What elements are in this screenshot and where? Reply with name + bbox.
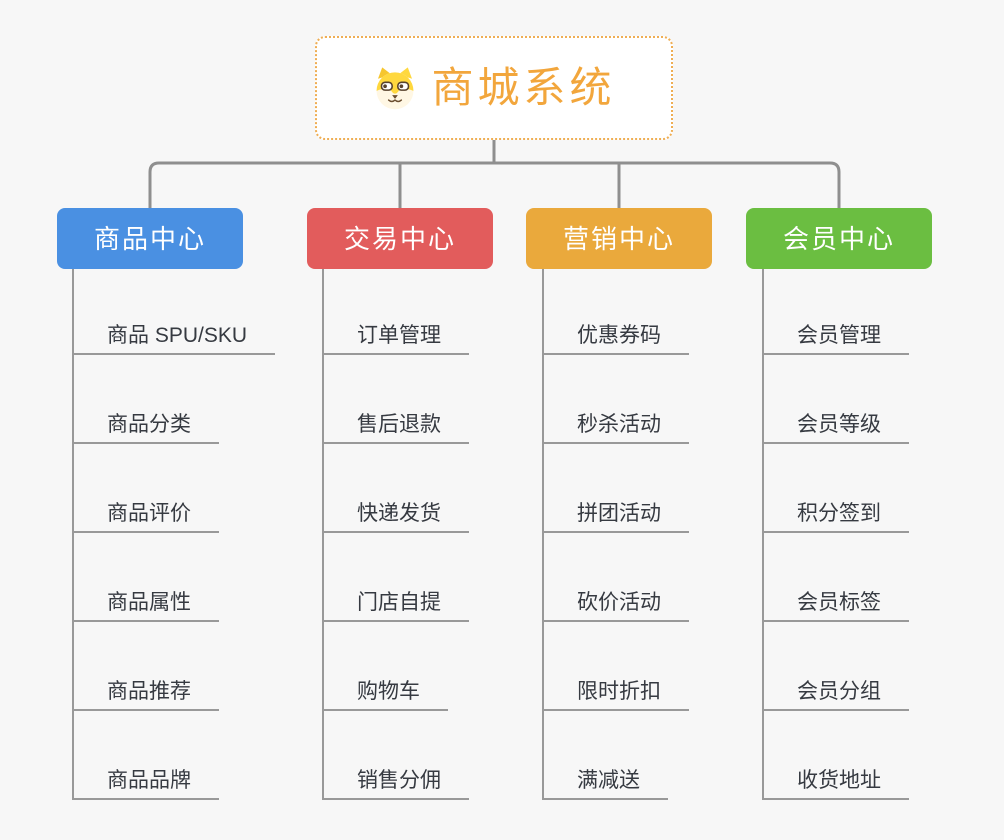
leaf-node[interactable]: 商品分类 [73,400,219,444]
dog-face-icon [377,67,414,110]
branch-label: 营销中心 [562,223,675,254]
leaf-node[interactable]: 购物车 [323,667,448,711]
leaf-node[interactable]: 订单管理 [323,311,469,355]
leaf-node[interactable]: 商品品牌 [73,756,219,800]
leaf-node[interactable]: 会员等级 [763,400,909,444]
branch-label: 商品中心 [93,223,206,254]
leaf-node[interactable]: 会员分组 [763,667,909,711]
leaf-node[interactable]: 商品 SPU/SKU [73,311,276,355]
branch-label: 交易中心 [343,223,456,254]
root-node[interactable]: 商城系统 [315,36,673,140]
leaf-node[interactable]: 秒杀活动 [543,400,689,444]
branch-node-members[interactable]: 会员中心 [746,208,932,269]
branch-node-marketing[interactable]: 营销中心 [526,208,712,269]
leaf-node[interactable]: 限时折扣 [543,667,689,711]
leaf-node[interactable]: 商品属性 [73,578,219,622]
branch-node-trade[interactable]: 交易中心 [307,208,493,269]
leaf-node[interactable]: 收货地址 [763,756,909,800]
leaf-node[interactable]: 商品评价 [73,489,219,533]
root-title: 商城系统 [431,64,616,111]
root-branch-connector [148,140,841,210]
leaf-node[interactable]: 积分签到 [763,489,909,533]
leaf-node[interactable]: 销售分佣 [323,756,469,800]
leaf-node[interactable]: 优惠券码 [543,311,689,355]
branch-label: 会员中心 [782,223,895,254]
leaf-node[interactable]: 会员管理 [763,311,909,355]
leaf-node[interactable]: 门店自提 [323,578,469,622]
leaf-node[interactable]: 砍价活动 [543,578,689,622]
leaf-node[interactable]: 售后退款 [323,400,469,444]
leaf-node[interactable]: 满减送 [543,756,668,800]
leaf-node[interactable]: 拼团活动 [543,489,689,533]
column-spine-lines [72,269,764,800]
leaf-node[interactable]: 快递发货 [323,489,469,533]
leaf-node[interactable]: 商品推荐 [73,667,219,711]
branch-node-products[interactable]: 商品中心 [57,208,243,269]
leaf-node[interactable]: 会员标签 [763,578,909,622]
